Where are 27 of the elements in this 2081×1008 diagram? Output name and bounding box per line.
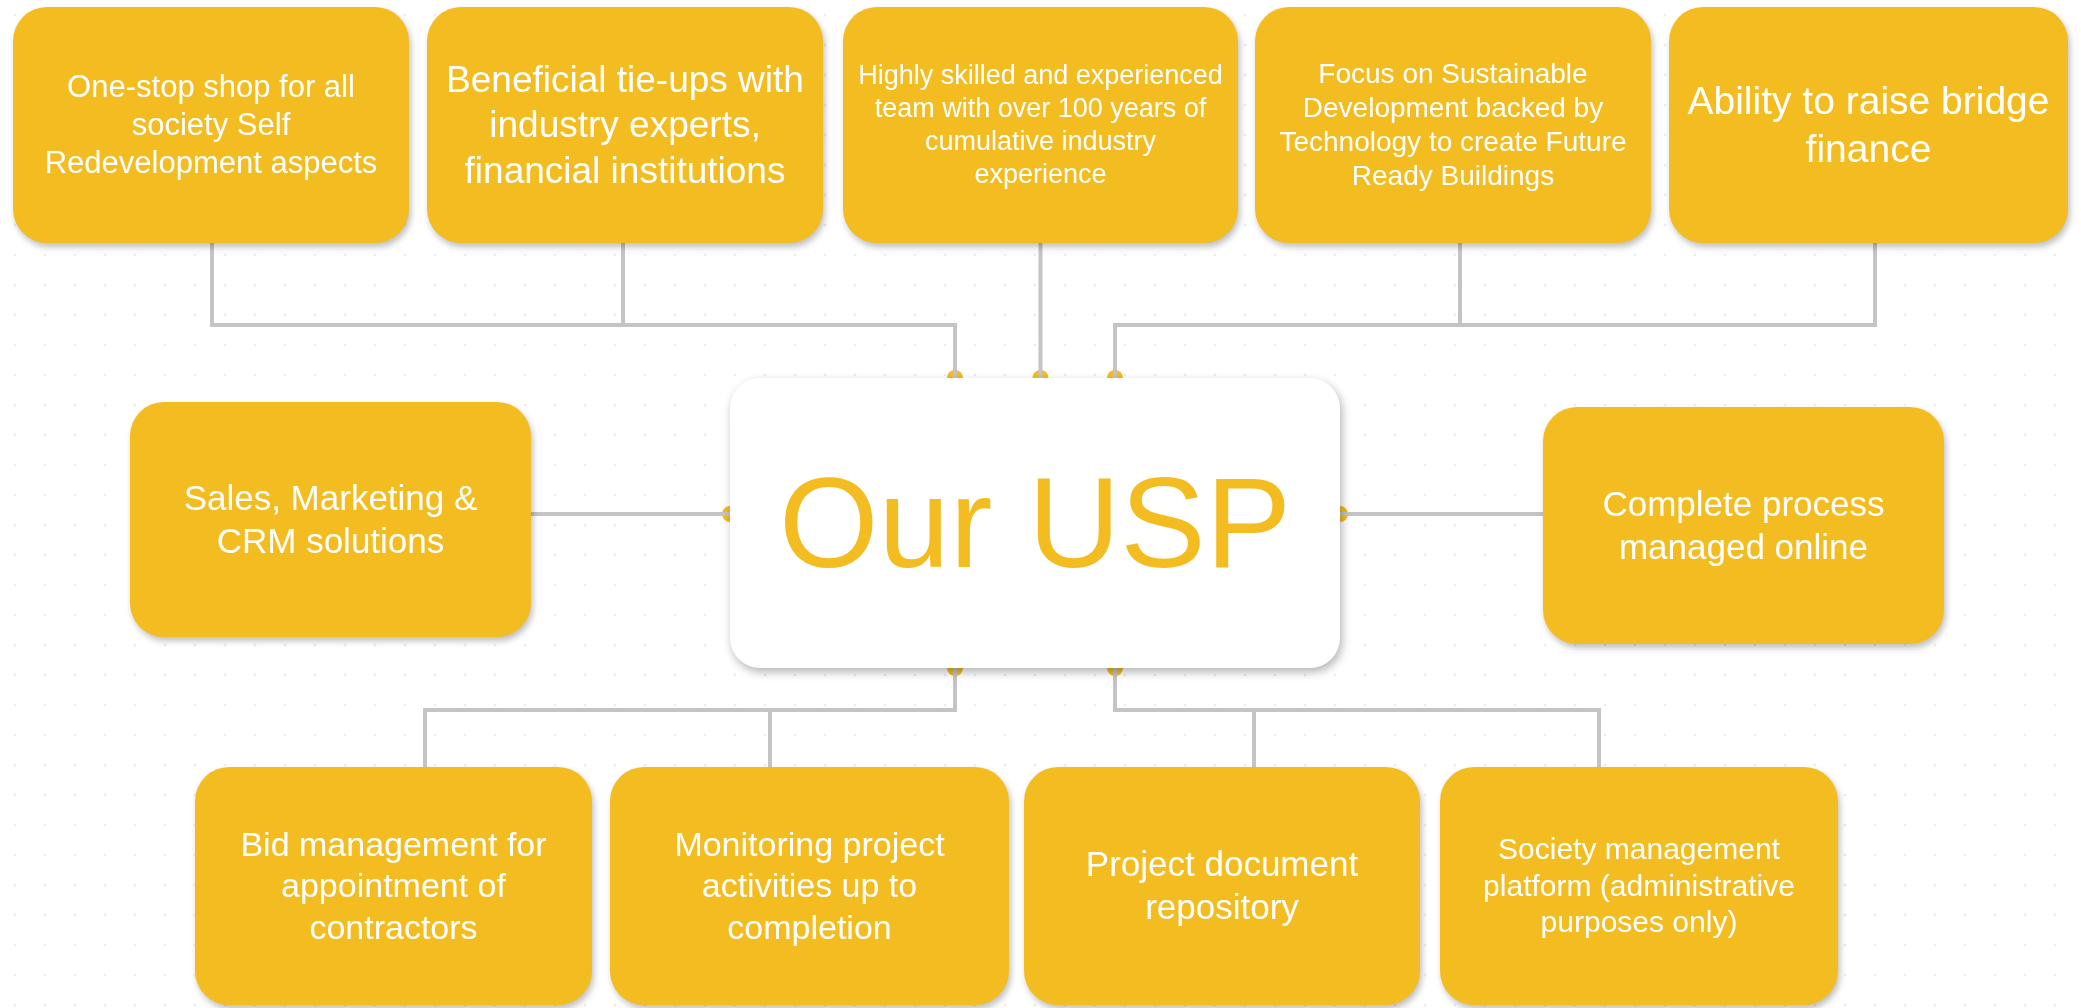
feature-text: Bid management for appointment of contractors — [239, 823, 548, 948]
feature-card — [1255, 7, 1651, 243]
feature-card — [427, 7, 823, 243]
central-card — [730, 378, 1340, 668]
central-title: Our USP — [778, 449, 1292, 596]
feature-text: Project document repository — [1084, 843, 1360, 928]
feature-card — [1669, 7, 2068, 243]
feature-text: Complete process managed online — [1601, 482, 1886, 568]
feature-card — [13, 7, 409, 243]
feature-text: Ability to raise bridge finance — [1686, 78, 2051, 172]
feature-text: One-stop shop for all society Self Redevelopment aspects — [43, 68, 379, 182]
feature-text: Highly skilled and experienced team with over 100 years of cumulative industry experience — [857, 59, 1224, 191]
feature-card — [1440, 767, 1838, 1005]
feature-card — [1543, 407, 1944, 644]
feature-card — [130, 402, 531, 637]
feature-text: Society management platform (administrative purposes only) — [1482, 831, 1796, 941]
connector-line — [1340, 512, 1543, 516]
feature-card — [195, 767, 592, 1005]
feature-text: Sales, Marketing & CRM solutions — [182, 476, 479, 562]
connector-line — [1038, 243, 1043, 378]
connector-line — [531, 512, 730, 516]
feature-text: Focus on Sustainable Development backed by Technology to create Future Ready Buildings — [1278, 56, 1628, 194]
feature-card — [843, 7, 1238, 243]
feature-text: Beneficial tie-ups with industry experts, financial institutions — [445, 58, 805, 193]
feature-card — [1024, 767, 1420, 1005]
feature-card — [610, 767, 1009, 1005]
feature-text: Monitoring project activities up to completion — [673, 823, 946, 948]
